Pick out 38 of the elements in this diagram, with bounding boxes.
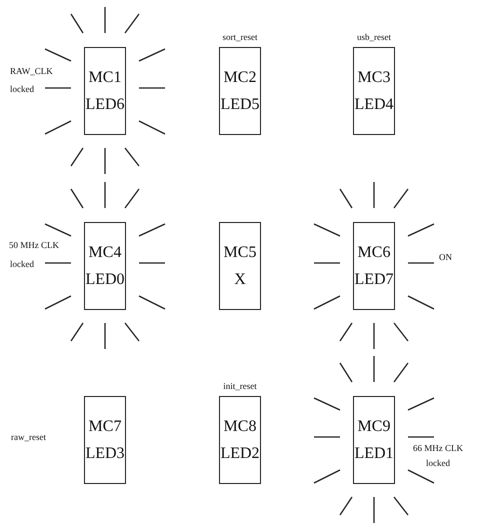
- module-box: [353, 396, 395, 484]
- module-box: [84, 396, 126, 484]
- module-box: [84, 47, 126, 135]
- signal-label: 50 MHz CLK: [9, 240, 59, 250]
- module-box: [219, 47, 261, 135]
- module-label: MC4: [88, 243, 122, 263]
- signal-label: 66 MHz CLK: [413, 443, 463, 453]
- module-label: MC1: [88, 68, 122, 88]
- module-label: LED7: [354, 270, 394, 290]
- signal-label: usb_reset: [357, 32, 391, 42]
- module-label: X: [234, 270, 246, 290]
- signal-label: locked: [10, 259, 34, 269]
- signal-label: sort_reset: [222, 32, 258, 42]
- module-label: LED6: [85, 95, 125, 115]
- module-box: [353, 47, 395, 135]
- module-label: LED4: [354, 95, 394, 115]
- module-label: LED1: [354, 444, 394, 464]
- signal-label: ON: [439, 252, 452, 262]
- module-label: MC2: [224, 68, 256, 88]
- signal-label: init_reset: [223, 381, 257, 391]
- signal-label: raw_reset: [11, 432, 46, 442]
- module-label: LED5: [220, 95, 260, 115]
- module-label: MC6: [358, 243, 390, 263]
- signal-label: locked: [10, 84, 34, 94]
- signal-label: RAW_CLK: [10, 66, 53, 76]
- module-box: [219, 396, 261, 484]
- module-box: [353, 222, 395, 310]
- module-box: [84, 222, 126, 310]
- signal-label: locked: [426, 458, 450, 468]
- module-label: MC3: [358, 68, 390, 88]
- module-label: MC9: [358, 417, 390, 437]
- module-box: [219, 222, 261, 310]
- module-label: MC5: [224, 243, 256, 263]
- module-label: LED3: [85, 444, 125, 464]
- module-label: MC7: [88, 417, 122, 437]
- module-label: LED2: [220, 444, 260, 464]
- module-label: LED0: [85, 270, 125, 290]
- module-label: MC8: [224, 417, 256, 437]
